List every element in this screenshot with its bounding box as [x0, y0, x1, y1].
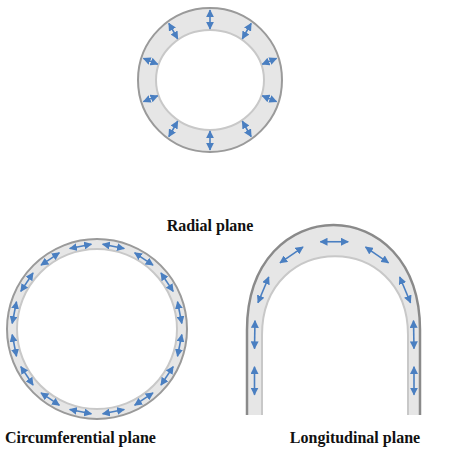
plane-label: Circumferential plane: [5, 428, 156, 447]
circumferential-arrow: [178, 302, 182, 324]
longitudinal-outer-edge: [247, 225, 420, 415]
longitudinal-arrow: [254, 367, 256, 395]
circumferential-arrow: [41, 393, 59, 405]
circumferential-arrow: [70, 410, 92, 414]
longitudinal-arrow: [366, 247, 389, 263]
circumferential-arrow: [21, 367, 33, 385]
longitudinal-arrow: [254, 321, 256, 349]
radial-arrow: [262, 96, 276, 102]
circumferential-inner-edge: [17, 249, 177, 409]
plane-label: Radial plane: [167, 216, 254, 235]
circumferential-arrow: [70, 244, 92, 248]
radial-arrow: [169, 121, 178, 136]
circumferential-arrow: [178, 335, 182, 357]
circumferential-outer-edge: [7, 239, 187, 419]
plane-label: Longitudinal plane: [290, 428, 420, 447]
radial-arrows: [143, 10, 276, 150]
radial-inner-edge: [156, 30, 264, 130]
circumferential-arrow: [161, 367, 173, 385]
circumferential-arrow: [12, 335, 16, 357]
longitudinal-arrow: [320, 241, 348, 243]
radial-arrow: [209, 131, 211, 150]
radial-arrow: [242, 23, 251, 38]
circumferential-arrow: [103, 244, 125, 248]
radial-arrow: [262, 58, 276, 64]
radial-arrow: [143, 96, 157, 102]
longitudinal-midline: [255, 241, 415, 414]
radial-arrow: [242, 121, 251, 136]
longitudinal-inner-edge: [262, 256, 408, 415]
longitudinal-arrow: [280, 247, 303, 263]
circumferential-arrow: [21, 273, 33, 291]
longitudinal-wall: [247, 225, 420, 415]
longitudinal-arrows: [255, 242, 415, 395]
longitudinal-arrow: [258, 277, 269, 303]
longitudinal-arrow: [413, 367, 415, 395]
circumferential-arrow: [135, 253, 153, 265]
longitudinal-arrow: [413, 321, 415, 349]
radial-ring: [138, 8, 282, 152]
radial-outer-edge: [138, 8, 282, 152]
circumferential-ring: [7, 239, 187, 419]
circumferential-arrow: [12, 302, 16, 324]
radial-arrow: [143, 58, 157, 64]
circumferential-arrow: [135, 393, 153, 405]
radial-arrow: [169, 23, 178, 38]
circumferential-arrow: [161, 273, 173, 291]
circumferential-arrows: [12, 244, 182, 414]
circumferential-arrow: [103, 410, 125, 414]
radial-arrow: [209, 10, 211, 29]
circumferential-arrow: [41, 253, 59, 265]
longitudinal-arrow: [400, 277, 411, 303]
